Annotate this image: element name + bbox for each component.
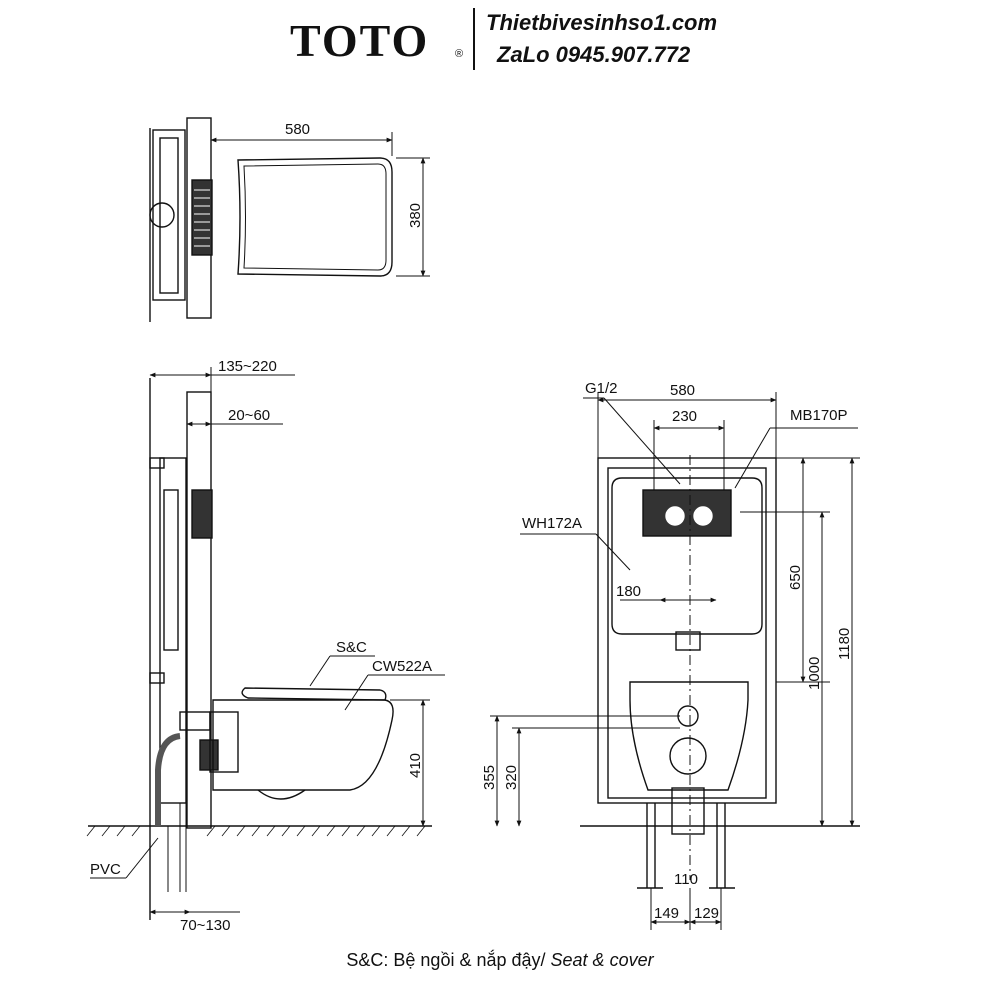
front-frame-width-label: 580 xyxy=(670,382,695,399)
side-pipe xyxy=(155,733,181,826)
top-depth-label: 380 xyxy=(407,203,424,228)
front-inlet-ring xyxy=(677,705,699,727)
side-pipe-label: PVC xyxy=(90,861,121,878)
top-width-label: 580 xyxy=(285,121,310,138)
contact-text: ZaLo 0945.907.772 xyxy=(497,42,691,67)
front-flush-plate xyxy=(642,489,732,537)
website-text: Thietbivesinhso1.com xyxy=(486,10,718,35)
front-view xyxy=(490,392,860,930)
side-seat-outline xyxy=(241,687,387,701)
registered-mark: ® xyxy=(455,48,464,60)
front-waste-offset-label: 110 xyxy=(674,871,698,888)
front-total-height-label: 1180 xyxy=(836,628,853,660)
header: TOTO ® Thietbivesinhso1.com ZaLo 0945.90… xyxy=(0,0,1000,90)
brand-logo: TOTO xyxy=(290,15,430,66)
caption-english: Seat & cover xyxy=(550,950,654,970)
side-bowl-outline xyxy=(212,699,394,791)
side-wall-panel xyxy=(186,391,212,829)
side-panel-offset-label: 20~60 xyxy=(228,407,270,424)
side-flush-plate xyxy=(191,489,213,539)
front-left-leg-label: 149 xyxy=(654,905,679,922)
side-bowl-label: CW522A xyxy=(372,658,432,675)
front-bolt-spacing-label: 180 xyxy=(616,583,641,600)
side-height-label: 410 xyxy=(407,753,424,778)
header-divider xyxy=(473,8,475,70)
front-tank xyxy=(611,477,763,635)
front-waste-height-label: 320 xyxy=(503,765,520,790)
side-view xyxy=(86,367,445,920)
front-frame xyxy=(597,457,777,804)
side-foot-label: 70~130 xyxy=(180,917,230,934)
front-mid-height-label: 1000 xyxy=(806,657,823,690)
caption: S&C: Bệ ngồi & nắp đậy/ Seat & cover xyxy=(0,950,1000,971)
side-frame xyxy=(159,457,187,804)
top-view xyxy=(149,117,430,322)
caption-prefix: S&C: Bệ ngồi & nắp đậy/ xyxy=(346,950,551,970)
top-frame xyxy=(152,129,186,301)
front-plate-label: MB170P xyxy=(790,407,848,424)
front-bowl-outline xyxy=(629,681,749,791)
front-plate-width-label: 230 xyxy=(672,408,697,425)
front-waste-ring xyxy=(669,737,707,775)
front-right-leg-label: 129 xyxy=(694,905,719,922)
front-frame-label: WH172A xyxy=(522,515,582,532)
front-outlet-height-label: 355 xyxy=(481,765,498,790)
side-wall-depth-label: 135~220 xyxy=(218,358,277,375)
front-inlet-label: G1/2 xyxy=(585,380,618,397)
front-tank-height-label: 650 xyxy=(787,565,804,590)
side-seat-label: S&C xyxy=(336,639,367,656)
top-flush-plate xyxy=(191,179,213,256)
top-bowl-outline xyxy=(237,157,393,277)
